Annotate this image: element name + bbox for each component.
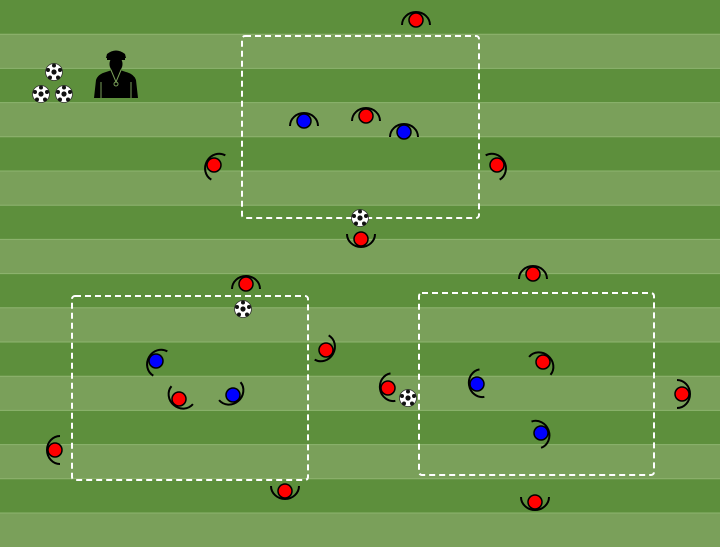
- facing-arc: [401, 11, 431, 26]
- drill-zone: [71, 295, 309, 481]
- player-marker-icon: [148, 353, 164, 369]
- coach-icon: [94, 50, 138, 98]
- player-marker-icon: [674, 386, 690, 402]
- player-marker-icon: [527, 494, 543, 510]
- pitch-stripe: [0, 410, 720, 445]
- player-marker-icon: [380, 380, 396, 396]
- red-player: [518, 265, 548, 282]
- red-player: [167, 385, 194, 410]
- facing-arc: [46, 435, 61, 465]
- pitch-stripe: [0, 171, 720, 206]
- player-marker-icon: [277, 483, 293, 499]
- facing-arc: [351, 107, 381, 122]
- red-player: [674, 379, 691, 409]
- pitch-stripe: [0, 273, 720, 309]
- soccer-ball-icon: [32, 85, 50, 103]
- red-player: [351, 107, 381, 124]
- red-player: [346, 231, 376, 248]
- soccer-ball-icon: [45, 63, 63, 81]
- red-player: [485, 152, 507, 181]
- facing-arc: [218, 381, 245, 406]
- blue-player: [531, 419, 551, 449]
- player-marker-icon: [353, 231, 369, 247]
- pitch-stripe: [0, 307, 720, 343]
- facing-arc: [485, 152, 507, 181]
- facing-arc: [676, 379, 691, 409]
- pitch-stripe: [0, 376, 720, 411]
- red-player: [378, 372, 396, 403]
- player-marker-icon: [47, 442, 63, 458]
- players: [46, 11, 691, 511]
- pitch-stripe: [0, 478, 720, 514]
- player-marker-icon: [206, 157, 222, 173]
- player-marker-icon: [535, 354, 551, 370]
- facing-arc: [528, 351, 555, 376]
- red-player: [520, 494, 550, 511]
- blue-player: [218, 381, 245, 406]
- player-marker-icon: [525, 266, 541, 282]
- player-marker-icon: [171, 391, 187, 407]
- pitch-stripe: [0, 444, 720, 480]
- pitch-stripe: [0, 513, 720, 547]
- facing-arc: [289, 112, 319, 127]
- player-marker-icon: [225, 387, 241, 403]
- player-marker-icon: [489, 157, 505, 173]
- player-marker-icon: [358, 108, 374, 124]
- facing-arc: [518, 265, 548, 280]
- pitch-stripe: [0, 0, 720, 35]
- red-player: [401, 11, 431, 28]
- blue-player: [146, 348, 168, 377]
- pitch-stripe: [0, 342, 720, 377]
- facing-arc: [270, 485, 300, 500]
- drill-zone: [418, 292, 655, 476]
- player-marker-icon: [408, 12, 424, 28]
- facing-arc: [520, 496, 550, 511]
- blue-player: [467, 368, 485, 399]
- soccer-ball-icon: [234, 300, 252, 318]
- balls: [32, 63, 417, 407]
- red-player: [270, 483, 300, 500]
- facing-arc: [378, 372, 396, 403]
- soccer-ball-icon: [351, 209, 369, 227]
- player-marker-icon: [238, 276, 254, 292]
- facing-arc: [231, 275, 261, 290]
- facing-arc: [204, 152, 226, 181]
- facing-arc: [389, 123, 419, 138]
- player-marker-icon: [318, 342, 334, 358]
- red-player: [231, 275, 261, 292]
- facing-arc: [531, 419, 551, 449]
- pitch-stripe: [0, 34, 720, 69]
- player-marker-icon: [396, 124, 412, 140]
- pitch-stripe: [0, 136, 720, 172]
- soccer-ball-icon: [399, 389, 417, 407]
- facing-arc: [146, 348, 168, 377]
- red-player: [46, 435, 63, 465]
- facing-arc: [167, 385, 194, 410]
- red-player: [528, 351, 555, 376]
- red-player: [204, 152, 226, 181]
- blue-player: [289, 112, 319, 129]
- facing-arc: [346, 233, 376, 248]
- facing-arc: [314, 334, 336, 363]
- facing-arc: [467, 368, 485, 399]
- player-marker-icon: [533, 425, 549, 441]
- red-player: [314, 334, 336, 363]
- player-marker-icon: [469, 376, 485, 392]
- player-marker-icon: [296, 113, 312, 129]
- blue-player: [389, 123, 419, 140]
- soccer-ball-icon: [55, 85, 73, 103]
